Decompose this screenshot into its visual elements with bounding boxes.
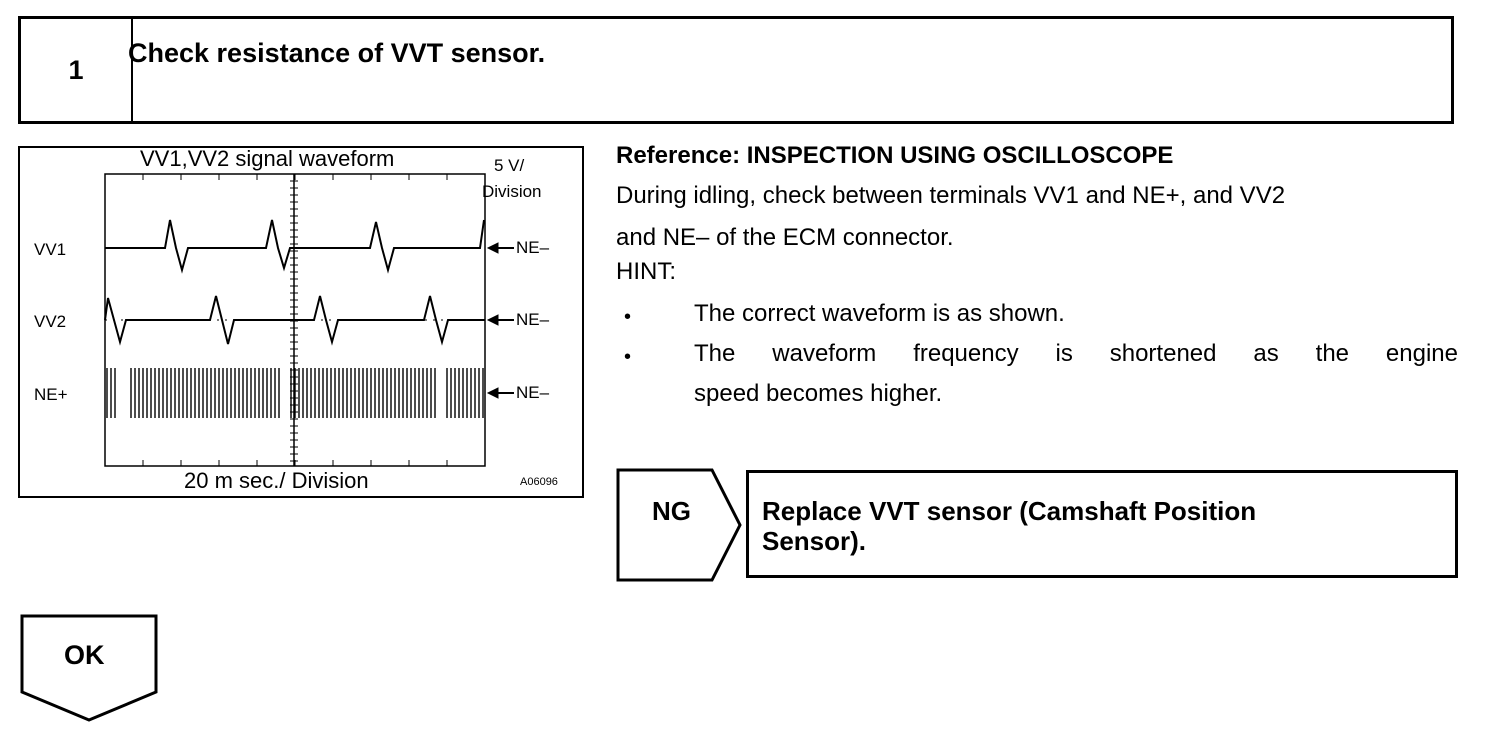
ng-result-line-1: Replace VVT sensor (Camshaft Position bbox=[762, 496, 1257, 526]
bullet-icon: • bbox=[624, 306, 632, 328]
ng-label: NG bbox=[652, 496, 691, 526]
vv1-trace bbox=[105, 219, 485, 274]
hint-bullet-2: The waveform frequency is shortened as t… bbox=[694, 340, 1458, 367]
ne-plus-reference-label: NE– bbox=[516, 383, 550, 402]
step-header: 1 bbox=[18, 16, 1454, 124]
hint-bullet-2-continued: speed becomes higher. bbox=[694, 380, 943, 407]
figure-voltage-scale: 5 V/ bbox=[494, 156, 525, 175]
reference-title: Reference: INSPECTION USING OSCILLOSCOPE bbox=[616, 142, 1174, 169]
reference-line-1: During idling, check between terminals V… bbox=[616, 182, 1286, 209]
figure-voltage-scale-unit: Division bbox=[482, 182, 542, 201]
vv1-reference-label: NE– bbox=[516, 238, 550, 257]
ng-result-line-2: Sensor). bbox=[762, 526, 867, 556]
ne-minus-arrows bbox=[486, 242, 514, 399]
step-title: Check resistance of VVT sensor. bbox=[128, 38, 546, 68]
ok-label: OK bbox=[64, 640, 105, 670]
bullet-icon: • bbox=[624, 346, 632, 368]
ng-arrow-icon bbox=[616, 468, 742, 582]
channel-label-vv2: VV2 bbox=[34, 312, 67, 331]
vv2-reference-label: NE– bbox=[516, 310, 550, 329]
waveform-figure bbox=[18, 146, 584, 498]
channel-label-ne-plus: NE+ bbox=[34, 385, 68, 404]
figure-code: A06096 bbox=[520, 476, 558, 488]
hint-label: HINT: bbox=[616, 258, 676, 285]
oscilloscope-graticule bbox=[104, 173, 514, 467]
hint-bullet-1: The correct waveform is as shown. bbox=[694, 300, 1065, 327]
reference-line-2: and NE– of the ECM connector. bbox=[616, 224, 954, 251]
step-number: 1 bbox=[21, 19, 133, 121]
ne-plus-trace bbox=[106, 368, 484, 418]
channel-label-vv1: VV1 bbox=[34, 240, 67, 259]
ng-result-box bbox=[746, 470, 1458, 578]
figure-time-scale: 20 m sec./ Division bbox=[184, 468, 369, 493]
ok-arrow-icon bbox=[20, 614, 158, 722]
figure-title: VV1,VV2 signal waveform bbox=[140, 146, 395, 171]
